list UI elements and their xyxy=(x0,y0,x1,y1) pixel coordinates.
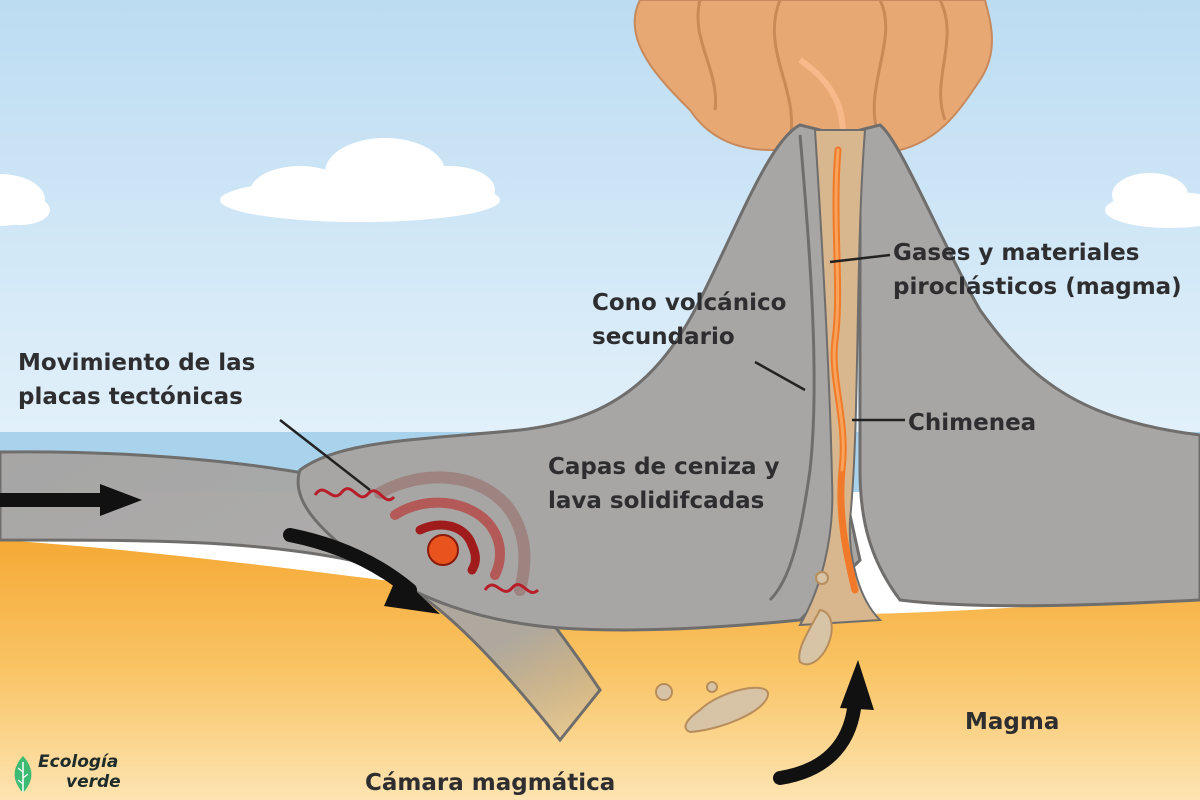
label-line: Gases y materiales xyxy=(893,240,1140,266)
seismic-squiggle xyxy=(313,487,540,594)
label-line: Chimenea xyxy=(908,410,1037,436)
label-line: Movimiento de las xyxy=(18,350,256,376)
label-line: secundario xyxy=(592,324,735,350)
logo-line: verde xyxy=(66,772,121,792)
arrow-icon xyxy=(773,660,874,785)
label-chimenea: Chimenea xyxy=(908,406,1036,440)
secondary-cone-layer xyxy=(768,134,816,602)
logo-line: Ecología xyxy=(38,752,119,772)
cloud xyxy=(1105,173,1200,228)
label-line: Cono volcánico xyxy=(592,290,787,316)
arrow-icon xyxy=(0,484,142,516)
magma-bubbles xyxy=(655,571,833,734)
cloud xyxy=(0,174,50,226)
label-line: Magma xyxy=(965,709,1060,735)
leader-lines xyxy=(279,253,905,491)
magma-ground xyxy=(0,540,1200,800)
label-cono-secundario: Cono volcánico secundario xyxy=(592,286,786,354)
label-movimiento-placas: Movimiento de las placas tectónicas xyxy=(18,346,255,414)
label-line: placas tectónicas xyxy=(18,384,243,410)
label-capas-ceniza: Capas de ceniza y lava solidifcadas xyxy=(548,450,780,518)
logo-text: Ecología verde xyxy=(38,752,121,792)
ecologia-verde-logo[interactable]: Ecología verde xyxy=(10,752,180,796)
label-gases-piroclasticos: Gases y materiales piroclásticos (magma) xyxy=(893,236,1182,304)
label-line: lava solidifcadas xyxy=(548,488,765,514)
arrow-icon xyxy=(283,528,440,614)
earthquake-waves xyxy=(374,471,531,596)
label-camara-magmatica: Cámara magmática xyxy=(365,766,615,800)
leaf-icon xyxy=(14,756,32,792)
volcano-cone-right xyxy=(858,123,1200,608)
cloud xyxy=(220,138,500,222)
label-line: Capas de ceniza y xyxy=(548,454,780,480)
label-line: piroclásticos (magma) xyxy=(893,274,1182,300)
label-line: Cámara magmática xyxy=(365,770,616,796)
chimney xyxy=(798,129,883,627)
earthquake-focus xyxy=(427,534,459,566)
label-magma: Magma xyxy=(965,705,1059,739)
